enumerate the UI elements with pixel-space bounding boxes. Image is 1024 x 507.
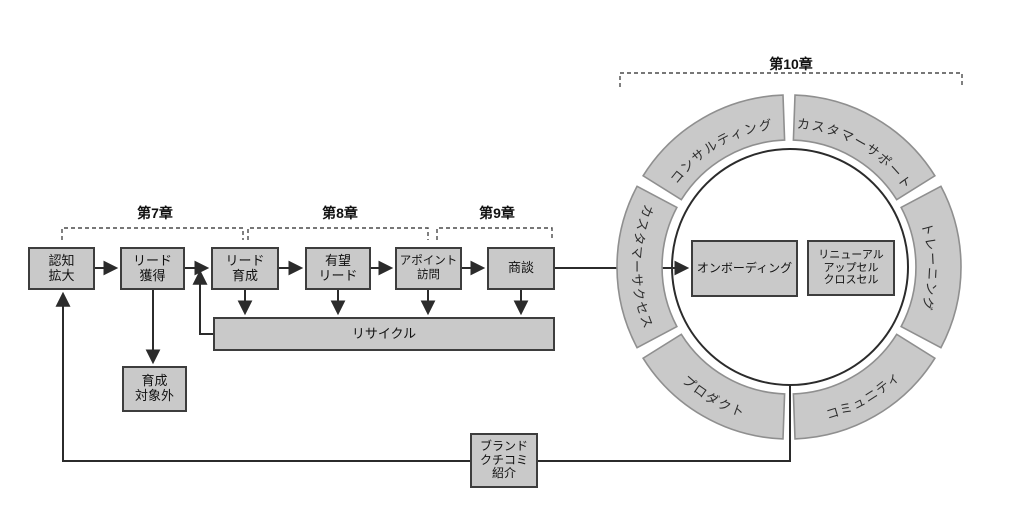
segment-product bbox=[641, 333, 786, 440]
segment-customer-success bbox=[616, 185, 678, 349]
box-appointment-visit: アポイント 訪問 bbox=[395, 247, 462, 290]
box-qualified-lead: 有望 リード bbox=[305, 247, 371, 290]
segment-training bbox=[900, 185, 962, 349]
box-onboarding: オンボーディング bbox=[691, 240, 798, 297]
box-recycle: リサイクル bbox=[213, 317, 555, 351]
chapter8-bracket bbox=[247, 227, 429, 240]
chapter9-label: 第9章 bbox=[479, 205, 515, 221]
box-brand-wom-referral: ブランド クチコミ 紹介 bbox=[470, 433, 538, 488]
ring-segments bbox=[616, 94, 962, 440]
box-renewal-upsell-crosssell: リニューアル アップセル クロスセル bbox=[807, 240, 895, 296]
box-awareness: 認知 拡大 bbox=[28, 247, 95, 290]
connector-ring-to-awareness-feedback bbox=[55, 291, 791, 462]
segment-consulting bbox=[641, 94, 786, 201]
box-lead-acquisition: リード 獲得 bbox=[120, 247, 185, 290]
chapter10-bracket bbox=[619, 72, 963, 87]
connector-recycle-feedback bbox=[192, 269, 213, 335]
chapter7-bracket bbox=[61, 227, 244, 240]
chapter8-label: 第8章 bbox=[322, 205, 358, 221]
chapter9-bracket bbox=[436, 227, 553, 240]
chapter10-label: 第10章 bbox=[769, 56, 813, 72]
segment-customer-support bbox=[792, 94, 937, 201]
box-lead-nurturing: リード 育成 bbox=[211, 247, 279, 290]
box-out-of-nurturing: 育成 対象外 bbox=[122, 366, 187, 412]
chapter7-label: 第7章 bbox=[137, 205, 173, 221]
box-negotiation: 商談 bbox=[487, 247, 555, 290]
segment-community bbox=[792, 333, 937, 440]
